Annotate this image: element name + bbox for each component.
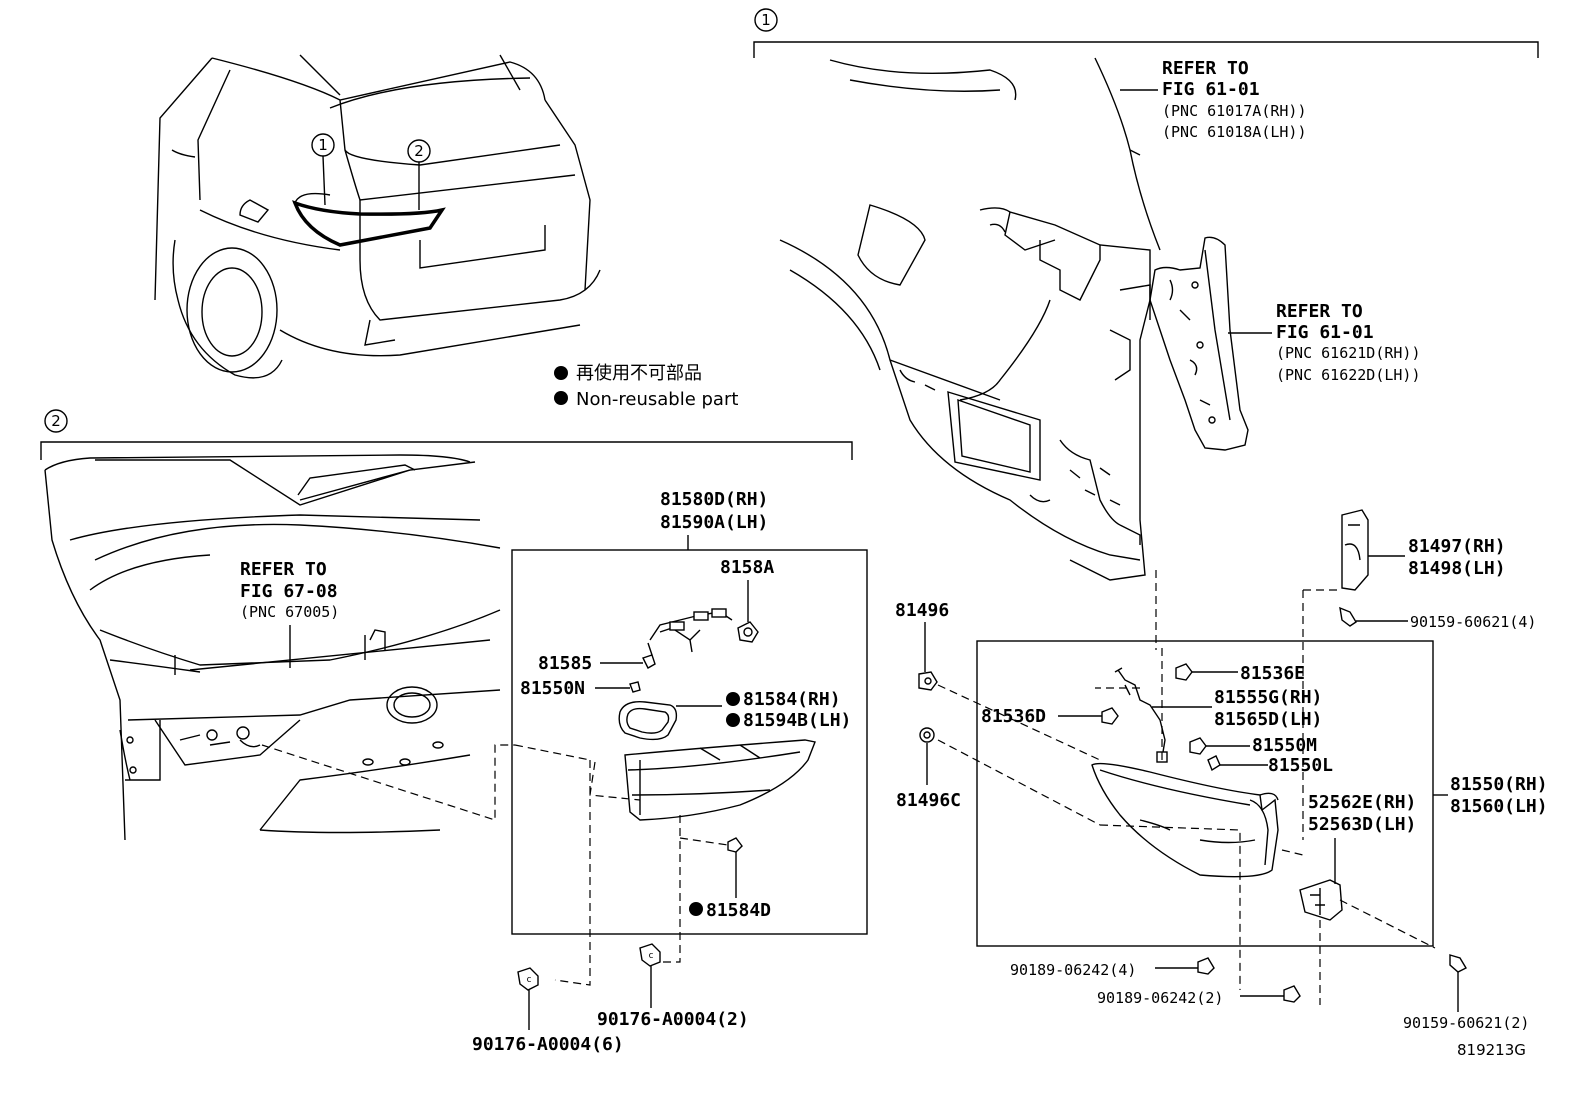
svg-text:81497(RH): 81497(RH) <box>1408 536 1506 557</box>
ref-fig-61-01-b: REFER TO FIG 61-01 (PNC 61621D(RH)) (PNC… <box>1228 301 1421 384</box>
svg-text:90189-06242(2): 90189-06242(2) <box>1097 989 1223 1007</box>
ref-fig-61-01-a: REFER TO FIG 61-01 (PNC 61017A(RH)) (PNC… <box>1120 58 1307 141</box>
callout-2-small: 2 <box>407 139 431 210</box>
svg-text:FIG 67-08: FIG 67-08 <box>240 581 338 602</box>
clip-81496C: 81496C <box>896 727 961 811</box>
legend: 再使用不可部品 Non-reusable part <box>554 363 738 410</box>
nut-81496: 81496 <box>895 600 949 691</box>
quarter-panel <box>779 57 1161 581</box>
bolt-90159-4: 90159-60621(4) <box>1339 606 1536 631</box>
bolt-90189-2: 90189-06242(2) <box>1097 985 1301 1007</box>
svg-text:81580D(RH): 81580D(RH) <box>660 489 768 510</box>
bolt-90159-2: 90159-60621(2) <box>1403 954 1529 1032</box>
svg-text:81536D: 81536D <box>981 706 1046 727</box>
svg-text:81498(LH): 81498(LH) <box>1408 558 1506 579</box>
label-81580D: 81580D(RH) 81590A(LH) <box>660 489 768 550</box>
bracket-81497: 81497(RH) 81498(LH) <box>1341 509 1506 591</box>
svg-text:81594B(LH): 81594B(LH) <box>743 710 851 731</box>
svg-text:90176-A0004(2): 90176-A0004(2) <box>597 1009 749 1030</box>
svg-text:c: c <box>648 951 653 961</box>
svg-text:(PNC 61622D(LH)): (PNC 61622D(LH)) <box>1276 366 1421 384</box>
svg-text:1: 1 <box>761 11 771 29</box>
svg-text:1: 1 <box>318 136 328 154</box>
section-1-header: 1 <box>753 8 1539 58</box>
section-2-header: 2 <box>40 409 853 460</box>
svg-text:REFER TO: REFER TO <box>1162 58 1249 79</box>
svg-text:2: 2 <box>414 142 424 160</box>
svg-text:81550N: 81550N <box>520 678 585 699</box>
svg-text:(PNC 61017A(RH)): (PNC 61017A(RH)) <box>1162 102 1307 120</box>
screw-90176-6: c 90176-A0004(6) <box>472 967 624 1055</box>
svg-text:(PNC 61621D(RH)): (PNC 61621D(RH)) <box>1276 344 1421 362</box>
svg-text:90159-60621(2): 90159-60621(2) <box>1403 1014 1529 1032</box>
svg-text:(PNC 61018A(LH)): (PNC 61018A(LH)) <box>1162 123 1307 141</box>
svg-text:2: 2 <box>51 412 61 430</box>
svg-text:90159-60621(4): 90159-60621(4) <box>1410 613 1536 631</box>
bolt-90189-4: 90189-06242(4) <box>1010 957 1215 979</box>
svg-text:81496C: 81496C <box>896 790 961 811</box>
pillar-bracket <box>1149 236 1249 451</box>
svg-text:81550M: 81550M <box>1252 735 1317 756</box>
callout-1-small: 1 <box>311 133 335 206</box>
svg-text:81550(RH): 81550(RH) <box>1450 774 1548 795</box>
svg-text:81584(RH): 81584(RH) <box>743 689 841 710</box>
svg-text:81584D: 81584D <box>706 900 771 921</box>
svg-text:81590A(LH): 81590A(LH) <box>660 512 768 533</box>
svg-text:81496: 81496 <box>895 600 949 621</box>
screw-90176-2: c 90176-A0004(2) <box>597 943 749 1030</box>
svg-text:FIG 61-01: FIG 61-01 <box>1276 322 1374 343</box>
vehicle-overview <box>154 54 601 379</box>
svg-text:52563D(LH): 52563D(LH) <box>1308 814 1416 835</box>
label-81550: 81550(RH) 81560(LH) <box>1433 774 1548 817</box>
svg-text:81555G(RH): 81555G(RH) <box>1214 687 1322 708</box>
svg-text:c: c <box>526 975 531 985</box>
svg-text:81550L: 81550L <box>1268 755 1333 776</box>
legend-jp: 再使用不可部品 <box>576 363 702 384</box>
svg-text:FIG 61-01: FIG 61-01 <box>1162 79 1260 100</box>
svg-text:90189-06242(4): 90189-06242(4) <box>1010 961 1136 979</box>
svg-text:81565D(LH): 81565D(LH) <box>1214 709 1322 730</box>
figure-id: 819213G <box>1457 1041 1526 1059</box>
svg-text:52562E(RH): 52562E(RH) <box>1308 792 1416 813</box>
back-door <box>44 454 501 841</box>
svg-text:81585: 81585 <box>538 653 592 674</box>
svg-text:81560(LH): 81560(LH) <box>1450 796 1548 817</box>
svg-text:81536E: 81536E <box>1240 663 1305 684</box>
box-lamp-assembly: 81536E 81536D 81555G(RH) 81565D(LH) 8155… <box>976 640 1434 947</box>
svg-text:(PNC 67005): (PNC 67005) <box>240 603 339 621</box>
ref-fig-67-08: REFER TO FIG 67-08 (PNC 67005) <box>240 559 339 668</box>
svg-text:REFER TO: REFER TO <box>240 559 327 580</box>
box-inner-lamp: 8158A 81585 81550N 81584(RH) 81594B(LH) <box>511 549 868 935</box>
svg-text:REFER TO: REFER TO <box>1276 301 1363 322</box>
legend-en: Non-reusable part <box>576 389 738 410</box>
svg-text:90176-A0004(6): 90176-A0004(6) <box>472 1034 624 1055</box>
svg-text:8158A: 8158A <box>720 557 774 578</box>
